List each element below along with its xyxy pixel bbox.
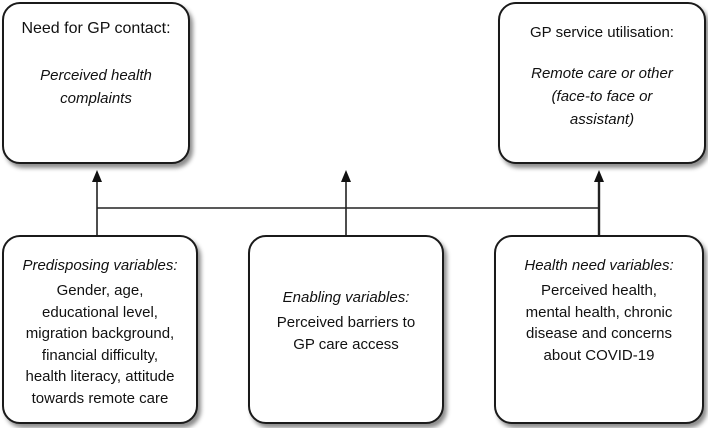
health-need-line: mental health, chronic (525, 303, 673, 321)
predisposing-line: educational level, (42, 303, 158, 321)
health-need-title: Health need variables: (524, 257, 674, 274)
predisposing-variables-box: Predisposing variables: Gender, age, edu… (2, 235, 198, 424)
health-need-body: Perceived health, mental health, chronic… (496, 280, 702, 366)
utilisation-line: (face-to face or (551, 88, 653, 105)
arrowhead-enabling (341, 170, 351, 182)
utilisation-line: Remote care or other (531, 65, 673, 82)
health-need-line: Perceived health, (541, 282, 657, 299)
arrowhead-utilisation (594, 170, 604, 182)
arrowhead-need (92, 170, 102, 182)
enabling-body: Perceived barriers to GP care access (250, 312, 442, 355)
predisposing-line: migration background, (25, 325, 175, 342)
health-need-line: disease and concerns (526, 325, 672, 342)
enabling-title: Enabling variables: (282, 289, 410, 306)
predisposing-line: financial difficulty, (41, 346, 159, 364)
enabling-line: GP care access (293, 335, 399, 353)
need-title: Need for GP contact: (21, 20, 171, 37)
need-body: Perceived health complaints (4, 64, 188, 110)
utilisation-body: Remote care or other (face-to face or as… (500, 62, 704, 131)
need-line: complaints (60, 90, 132, 107)
need-for-gp-contact-box: Need for GP contact: Perceived health co… (2, 2, 190, 164)
utilisation-line: assistant) (569, 111, 635, 128)
utilisation-title: GP service utilisation: (530, 24, 674, 41)
health-need-line: about COVID-19 (543, 346, 655, 364)
health-need-variables-box: Health need variables: Perceived health,… (494, 235, 704, 424)
predisposing-line: Gender, age, (56, 282, 144, 299)
predisposing-line: towards remote care (31, 389, 169, 407)
gp-service-utilisation-box: GP service utilisation: Remote care or o… (498, 2, 706, 164)
enabling-line: Perceived barriers to (276, 314, 416, 331)
need-line: Perceived health (40, 67, 152, 84)
enabling-variables-box: Enabling variables: Perceived barriers t… (248, 235, 444, 424)
predisposing-line: health literacy, attitude (25, 368, 175, 385)
predisposing-title: Predisposing variables: (22, 257, 178, 274)
predisposing-body: Gender, age, educational level, migratio… (4, 280, 196, 409)
